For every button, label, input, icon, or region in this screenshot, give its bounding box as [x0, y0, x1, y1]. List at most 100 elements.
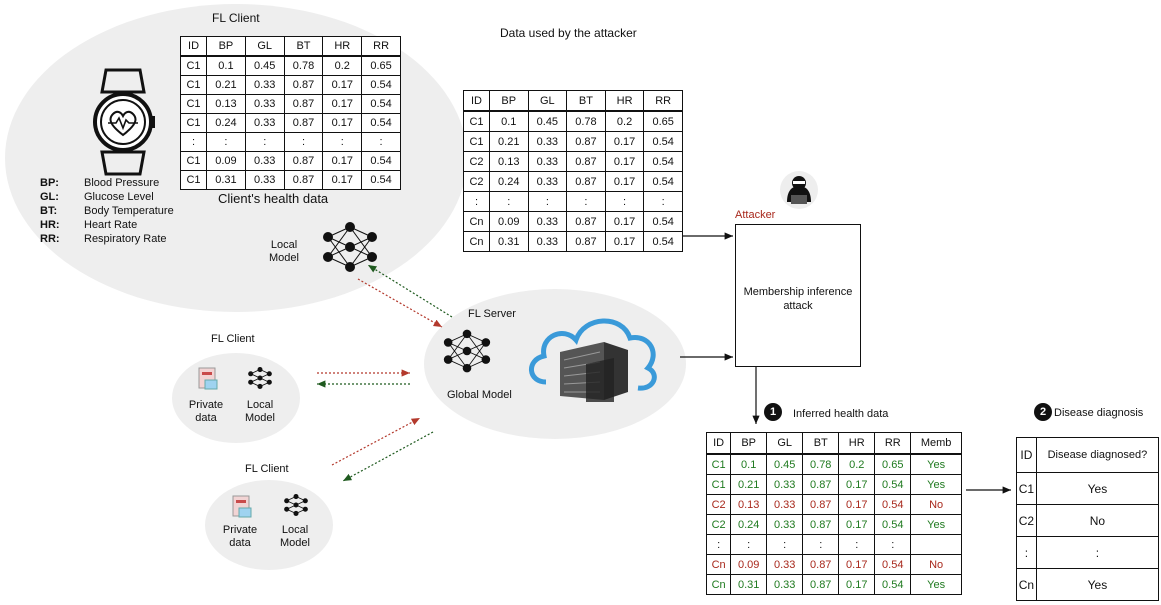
table-cell: 0.1: [206, 55, 246, 76]
table-cell: :: [463, 191, 490, 212]
table-cell: Yes: [1035, 568, 1160, 601]
table-cell: :: [766, 534, 804, 555]
neural-network-mid-icon: [248, 367, 272, 389]
table-cell: No: [1035, 504, 1160, 537]
table-cell: 0.54: [874, 554, 912, 575]
table-cell: C1: [463, 110, 490, 132]
table-cell: [910, 534, 962, 555]
table-cell: 0.2: [322, 55, 363, 76]
table-row: ::: [1016, 536, 1160, 569]
column-header: RR: [361, 36, 401, 57]
hacker-icon: [780, 171, 818, 209]
table-cell: C1: [179, 75, 208, 95]
table-cell: C1: [179, 55, 208, 76]
arrow-server-to-top-client: [367, 264, 453, 318]
table-cell: Yes: [910, 574, 962, 595]
neural-network-bottom-icon: [284, 494, 308, 516]
table-cell: :: [604, 191, 645, 212]
column-header: ID: [1016, 437, 1037, 473]
column-header: ID: [705, 432, 732, 455]
table-cell: 0.17: [322, 170, 363, 190]
table-cell: 0.54: [874, 474, 912, 495]
table-cell: 0.21: [730, 474, 768, 495]
table-cell: 0.45: [766, 453, 804, 475]
table-cell: 0.87: [566, 231, 606, 252]
table-cell: 0.87: [802, 514, 840, 535]
table-cell: 0.78: [566, 110, 606, 132]
table-cell: :: [643, 191, 683, 212]
fl-client-mid-title: FL Client: [211, 333, 255, 345]
column-header: RR: [874, 432, 912, 455]
column-header: GL: [244, 36, 285, 57]
table-cell: 0.65: [874, 453, 912, 475]
table-cell: 0.17: [604, 231, 645, 252]
table-cell: :: [206, 132, 246, 152]
abbreviation-item: RR:Respiratory Rate: [40, 232, 174, 246]
column-header: BP: [206, 36, 246, 57]
attacker-label: Attacker: [735, 209, 776, 221]
attacker-data-title: Data used by the attacker: [500, 26, 637, 40]
abbreviation-value: Blood Pressure: [84, 177, 160, 189]
table-cell: 0.54: [874, 514, 912, 535]
table-cell: :: [730, 534, 768, 555]
table-cell: Yes: [910, 453, 962, 475]
table-cell: No: [910, 554, 962, 575]
column-header: HR: [322, 36, 363, 57]
table-cell: :: [283, 132, 324, 152]
table-cell: Cn: [463, 211, 490, 232]
membership-inference-box: Membership inference attack: [735, 224, 861, 367]
table-cell: 0.78: [802, 453, 840, 475]
abbreviation-item: GL:Glucose Level: [40, 190, 174, 204]
table-cell: 0.17: [604, 131, 645, 152]
table-cell: 0.87: [283, 75, 324, 95]
fl-client-bottom-title: FL Client: [245, 463, 289, 475]
table-cell: C1: [705, 474, 732, 495]
column-header: Memb: [910, 432, 962, 455]
table-cell: 0.33: [244, 94, 285, 114]
table-cell: 0.54: [361, 113, 401, 133]
table-row: ::::::: [463, 191, 683, 212]
abbreviation-key: BP:: [40, 177, 59, 189]
table-cell: 0.45: [527, 110, 568, 132]
table-cell: 0.54: [874, 574, 912, 595]
table-row: ::::::: [705, 534, 962, 555]
table-cell: 0.33: [527, 231, 568, 252]
table-cell: Yes: [1035, 472, 1160, 505]
table-cell: 0.17: [838, 494, 876, 515]
table-cell: 0.87: [802, 574, 840, 595]
column-header: BP: [488, 90, 529, 112]
table-cell: C2: [463, 151, 490, 172]
private-data-icon: [198, 367, 218, 390]
table-cell: 0.17: [322, 113, 363, 133]
table-cell: 0.33: [527, 211, 568, 232]
diagnosis-title: Disease diagnosis: [1054, 407, 1144, 419]
abbreviation-value: Heart Rate: [84, 219, 138, 231]
private-data-mid-label: Private data: [188, 399, 224, 424]
table-cell: 0.21: [488, 131, 529, 152]
abbreviation-key: HR:: [40, 219, 60, 231]
table-cell: 0.33: [244, 75, 285, 95]
abbreviation-key: BT:: [40, 205, 58, 217]
table-cell: :: [527, 191, 568, 212]
table-cell: 0.33: [527, 151, 568, 172]
table-cell: 0.13: [206, 94, 246, 114]
arrow-top-client-to-server: [357, 278, 443, 328]
table-cell: :: [566, 191, 606, 212]
table-cell: 0.87: [802, 554, 840, 575]
